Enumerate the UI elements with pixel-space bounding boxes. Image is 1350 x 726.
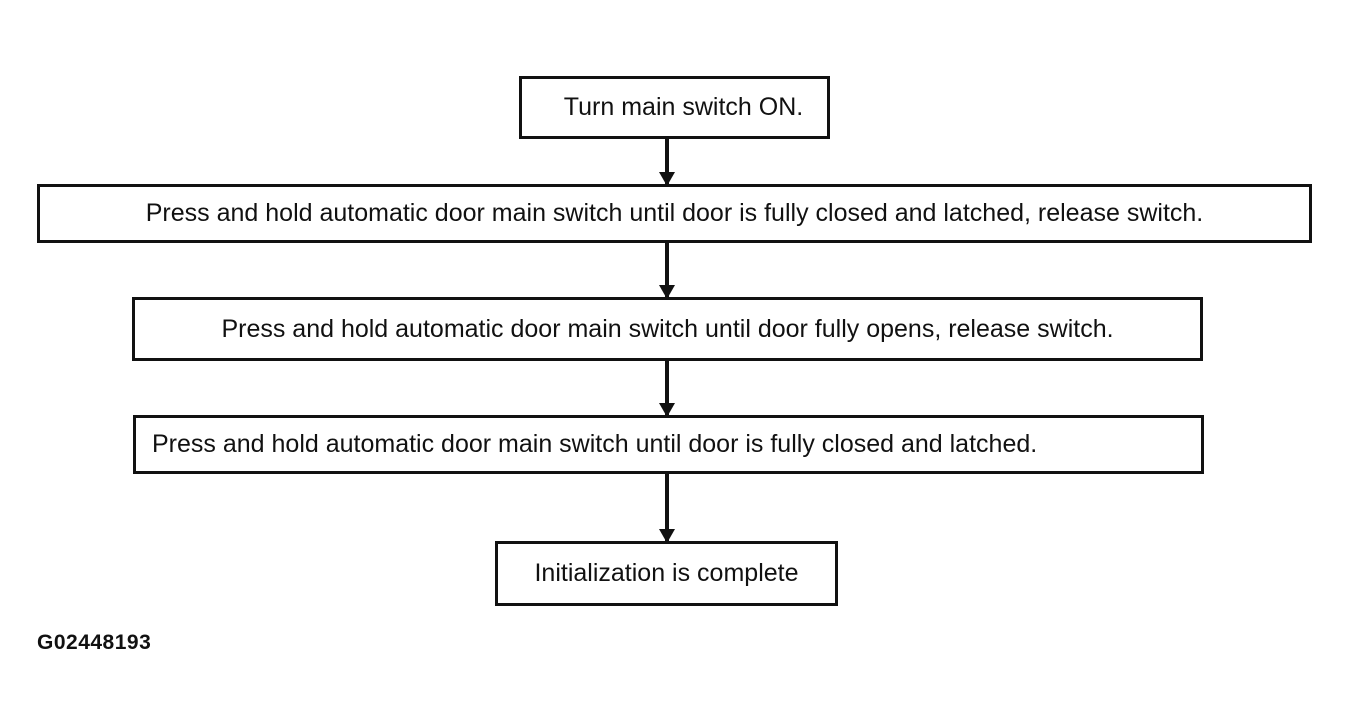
flow-arrow bbox=[659, 139, 675, 186]
arrow-shaft bbox=[665, 361, 669, 415]
flow-step-label: Press and hold automatic door main switc… bbox=[152, 430, 1038, 458]
flow-step-fully-open-release: Press and hold automatic door main switc… bbox=[132, 297, 1203, 361]
flow-step-label: Turn main switch ON. bbox=[563, 93, 804, 121]
flow-step-label: Press and hold automatic door main switc… bbox=[145, 199, 1204, 227]
arrow-shaft bbox=[665, 474, 669, 541]
flow-step-label: Initialization is complete bbox=[534, 559, 799, 587]
figure-id-label: G02448193 bbox=[37, 631, 152, 654]
arrow-head-icon bbox=[659, 529, 675, 543]
flow-step-label: Press and hold automatic door main switc… bbox=[221, 314, 1114, 343]
arrow-head-icon bbox=[659, 172, 675, 186]
arrow-head-icon bbox=[659, 285, 675, 299]
flow-arrow bbox=[659, 243, 675, 299]
arrow-head-icon bbox=[659, 403, 675, 417]
flow-step-close-and-latch-release: Press and hold automatic door main switc… bbox=[37, 184, 1312, 243]
flow-arrow bbox=[659, 361, 675, 417]
flow-step-initialization-complete: Initialization is complete bbox=[495, 541, 838, 606]
arrow-shaft bbox=[665, 139, 669, 184]
flow-arrow bbox=[659, 474, 675, 543]
flow-step-turn-main-switch-on: Turn main switch ON. bbox=[519, 76, 830, 139]
flow-step-close-and-latch: Press and hold automatic door main switc… bbox=[133, 415, 1204, 474]
arrow-shaft bbox=[665, 243, 669, 297]
